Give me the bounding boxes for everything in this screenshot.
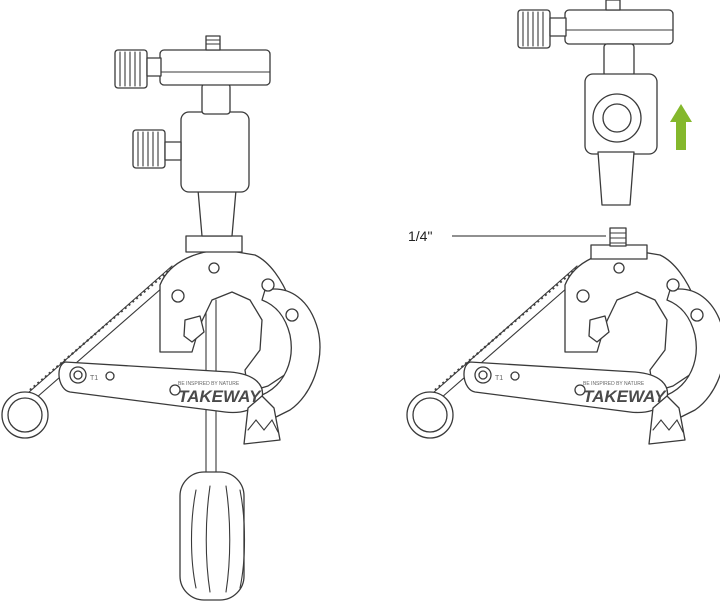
brand-logo: TAKEWAY [178,387,262,406]
collar [590,244,648,260]
detached-ball-head [517,0,674,206]
grip-handle [179,471,246,601]
ball-head [114,35,271,237]
brand-logo: TAKEWAY [583,387,667,406]
plate-lock-knob [517,9,551,49]
up-arrow-icon [670,104,692,150]
quick-release-plate [159,49,271,86]
clamp-body [405,248,720,446]
ball-lock-knob [132,129,166,169]
mounting-screw [205,35,221,51]
clamp-body [0,248,322,446]
right-assembly: 1/4" BE INSPIRED BY NATURE TAKEWAY [405,0,720,446]
left-assembly: BE INSPIRED BY NATURE TAKEWAY [0,35,322,601]
plate-lock-knob [114,49,148,89]
thread-size-label: 1/4" [408,228,432,244]
collar [185,235,243,253]
brand-tagline: BE INSPIRED BY NATURE [583,381,645,387]
brand-tagline: BE INSPIRED BY NATURE [178,381,240,387]
quick-release-plate [564,9,674,45]
